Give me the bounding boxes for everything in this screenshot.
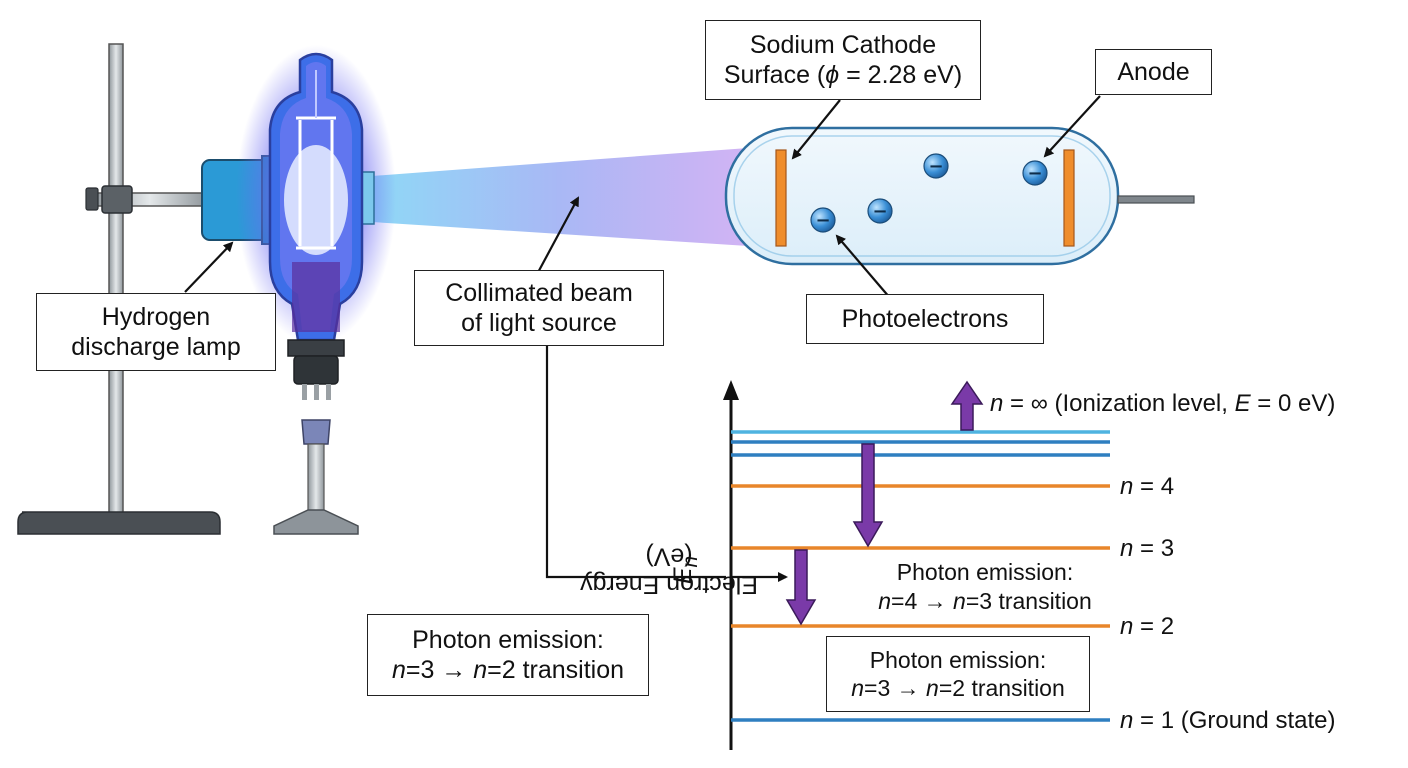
anode-label: Anode	[1095, 49, 1212, 95]
anode-label-text: Anode	[1117, 58, 1190, 86]
energy-levels	[731, 430, 1110, 722]
photoelectrons-label-text: Photoelectrons	[841, 305, 1009, 333]
emission-32-line1: Photon emission:	[869, 647, 1047, 673]
electron-charge: −	[1027, 163, 1042, 184]
emission-43-line1: Photon emission:	[896, 559, 1074, 585]
hydrogen-lamp	[236, 45, 396, 400]
emission-43-line2: n=4 → n=3 transition	[878, 588, 1092, 614]
energy-axis-arrowhead	[723, 380, 739, 400]
collimated-beam-label: Collimated beam of light source	[414, 270, 664, 346]
electron: −	[923, 153, 949, 179]
label-ionization-level: n = ∞ (Ionization level, E = 0 eV)	[990, 390, 1336, 417]
emission-32-left-line1: Photon emission:	[412, 626, 604, 654]
electron-charge: −	[872, 201, 887, 222]
anode-plate	[1063, 149, 1075, 247]
clamp-boss	[101, 185, 133, 214]
light-beam	[372, 148, 748, 246]
label-n4: n = 4	[1120, 473, 1175, 500]
transition-arrows	[785, 380, 984, 626]
emission-32-left-line2: n=3 → n=2 transition	[391, 656, 625, 684]
anode-callout-arrow	[1043, 95, 1101, 158]
emission-32-left-box: Photon emission: n=3 → n=2 transition	[367, 614, 649, 696]
beam-label-line1: Collimated beam	[445, 279, 633, 307]
cathode-label-line1: Sodium Cathode	[749, 31, 937, 59]
photoelectrons-label: Photoelectrons	[806, 294, 1044, 344]
electron-charge: −	[928, 156, 943, 177]
sodium-cathode-label: Sodium Cathode Surface (ϕ = 2.28 eV)	[705, 20, 981, 100]
ionization-arrow	[950, 380, 984, 431]
beam-connector-line	[545, 345, 726, 579]
stand-base	[17, 511, 221, 535]
callout-arrows	[184, 95, 1101, 582]
clamp-screw	[85, 187, 99, 211]
arrow-n3-to-n2	[785, 549, 817, 626]
sodium-cathode	[775, 149, 787, 247]
stand-pole	[108, 43, 124, 515]
retort-stand	[17, 43, 221, 535]
hydrogen-lamp-label: Hydrogen discharge lamp	[36, 293, 276, 371]
photoelectrons-callout-arrow	[835, 234, 891, 299]
lamp-socket	[273, 419, 359, 535]
lamp-callout-arrow	[184, 241, 234, 293]
electron: −	[1022, 160, 1048, 186]
label-n3: n = 3	[1120, 535, 1175, 562]
cathode-callout-arrow	[791, 99, 841, 160]
electron: −	[810, 207, 836, 233]
photoelectrons: − − − −	[810, 153, 1048, 233]
label-n2: n = 2	[1120, 613, 1175, 640]
arrow-n4-to-n3	[852, 443, 884, 548]
photoelectric-tube	[724, 126, 1195, 266]
electron: −	[867, 198, 893, 224]
electron-charge: −	[815, 210, 830, 231]
emission-32-line2: n=3 → n=2 transition	[851, 675, 1065, 701]
beam-callout-arrow	[534, 196, 579, 279]
emission-43-label: Photon emission: n=4 → n=3 transition	[850, 558, 1120, 616]
lamp-label-line2: discharge lamp	[71, 333, 241, 361]
label-n1: n = 1 (Ground state)	[1120, 707, 1336, 734]
lamp-label-line1: Hydrogen	[101, 303, 211, 331]
cathode-label-line2: Surface (ϕ = 2.28 eV)	[723, 61, 963, 89]
emission-32-box: Photon emission: n=3 → n=2 transition	[826, 636, 1090, 712]
beam-label-line2: of light source	[461, 309, 617, 337]
